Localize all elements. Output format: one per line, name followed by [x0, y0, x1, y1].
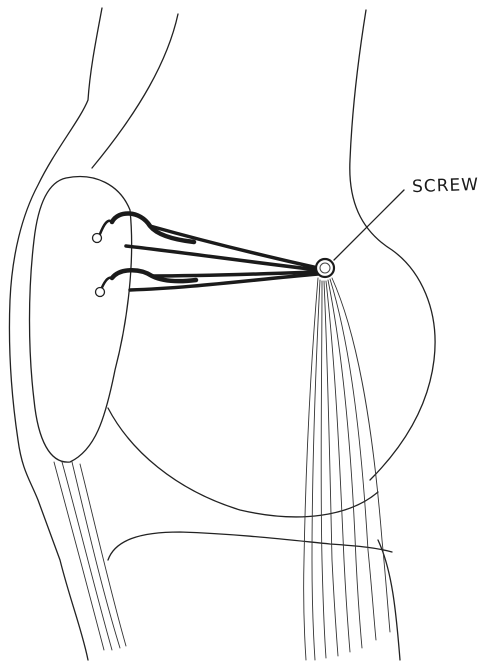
screw-icon	[316, 259, 334, 277]
graft	[100, 213, 318, 292]
patellar-tendon	[54, 462, 126, 650]
femur-outline-inner	[92, 14, 178, 168]
femur-outline-right	[350, 10, 435, 480]
tibia-right	[378, 540, 400, 660]
screw-leader-line	[334, 190, 404, 260]
screw-label: SCREW	[412, 175, 480, 197]
ligament-fibers	[304, 278, 390, 660]
upper-loop-eyelet	[93, 234, 102, 243]
tibia-plateau	[108, 532, 392, 560]
lower-loop-eyelet	[96, 288, 105, 297]
